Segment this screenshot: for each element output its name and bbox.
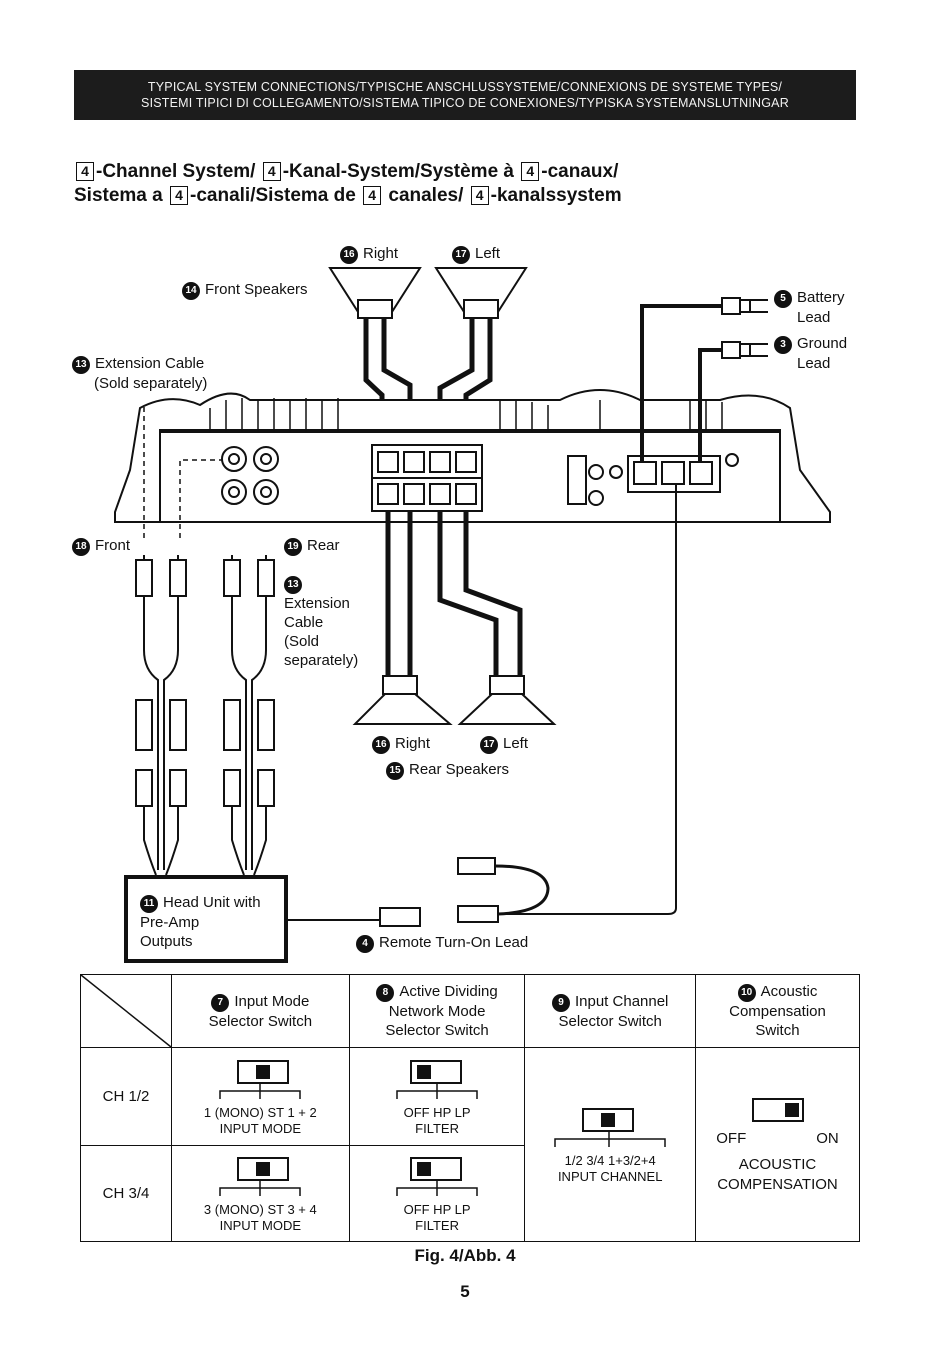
slide-switch-icon	[554, 1107, 666, 1147]
row-label-ch12: CH 1/2	[80, 1047, 172, 1146]
rear-right-speaker-icon	[352, 675, 453, 725]
slide-switch-icon	[396, 1059, 478, 1099]
remote-turn-on-wire	[498, 485, 677, 915]
page-number: 5	[460, 1282, 470, 1301]
channel-box: 4	[170, 186, 189, 205]
remote-connector-icon	[379, 907, 421, 927]
rear-left-speaker-icon	[457, 675, 557, 725]
channel-box: 4	[363, 186, 382, 205]
slide-switch-icon	[219, 1156, 302, 1196]
front-right-speaker-icon	[328, 267, 422, 319]
banner-line-2: SISTEMI TIPICI DI COLLEGAMENTO/SISTEMA T…	[141, 96, 789, 110]
page-title: 4-Channel System/ 4-Kanal-System/Système…	[74, 161, 622, 206]
rear-left-wire	[437, 510, 499, 680]
channel-box: 4	[76, 162, 94, 181]
channel-box: 4	[521, 162, 540, 181]
input-mode-switch-ch34: 3 (MONO) ST 3 + 4 INPUT MODE	[171, 1145, 350, 1242]
input-mode-switch-ch12: 1 (MONO) ST 1 + 2 INPUT MODE	[171, 1047, 350, 1146]
ground-lead-wire	[698, 348, 722, 462]
amplifier-icon	[114, 389, 831, 523]
extension-cable-label-2: 13 Extension Cable (Sold separately)	[284, 574, 358, 670]
slide-switch-icon	[752, 1097, 805, 1122]
slide-switch-icon	[396, 1156, 478, 1196]
front-left-speaker-icon	[434, 267, 528, 319]
filter-switch-ch12: OFF HP LP FILTER	[348, 1047, 526, 1146]
banner-line-1: TYPICAL SYSTEM CONNECTIONS/TYPISCHE ANSC…	[147, 80, 783, 94]
input-channel-switch: 1/2 3/4 1+3/2+4 INPUT CHANNEL	[524, 1047, 696, 1242]
header-banner: TYPICAL SYSTEM CONNECTIONS/TYPISCHE ANSC…	[74, 70, 856, 120]
channel-box: 4	[470, 186, 489, 205]
table-corner-cell	[80, 974, 172, 1048]
slide-switch-icon	[219, 1059, 302, 1099]
channel-box: 4	[262, 162, 281, 181]
rca-cables-icon	[135, 555, 275, 876]
battery-terminal-icon	[740, 299, 768, 313]
filter-switch-ch34: OFF HP LP FILTER	[348, 1145, 526, 1242]
figure-caption: Fig. 4/Abb. 4	[414, 1246, 516, 1265]
row-label-ch34: CH 3/4	[80, 1145, 172, 1242]
battery-lead-wire	[640, 304, 722, 462]
ground-terminal-icon	[740, 343, 768, 357]
